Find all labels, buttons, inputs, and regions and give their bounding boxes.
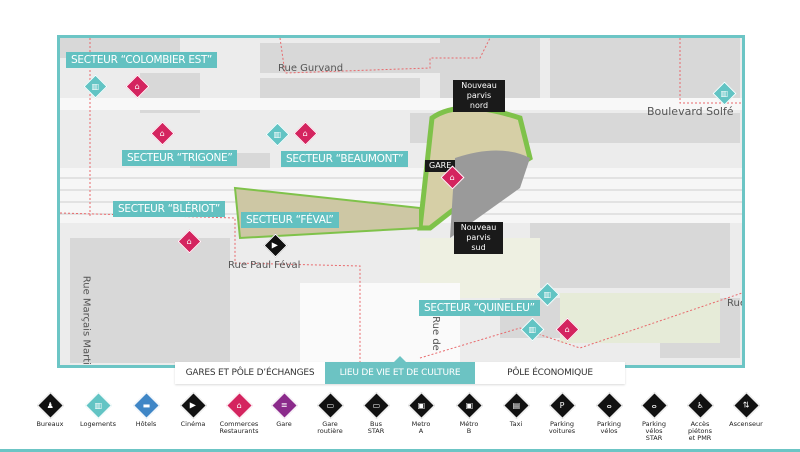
- bicycle-star-icon: ⴰ: [640, 392, 668, 419]
- bed-icon: ▬: [132, 392, 160, 419]
- taxi-icon: ▤: [502, 392, 530, 419]
- street-rue-gurvand: Rue Gurvand: [278, 63, 344, 74]
- legend-item: ⌂Commerces Restaurants: [214, 392, 264, 435]
- divider: [0, 449, 800, 452]
- callout-parvis-nord: Nouveau parvis nord: [453, 80, 505, 112]
- building-icon: ▥: [84, 392, 112, 419]
- legend-label: Gare routière: [317, 420, 343, 435]
- legend-item: ⇅Ascenseur: [721, 392, 771, 428]
- bus-star-icon: ▭: [362, 392, 390, 419]
- sector-label-feval[interactable]: SECTEUR “FÉVAL”: [241, 212, 339, 228]
- legend-label: Métro B: [459, 420, 479, 435]
- legend-item: ▥Logements: [73, 392, 123, 428]
- legend-item: ▶Cinéma: [168, 392, 218, 428]
- train-icon: ≡: [270, 392, 298, 419]
- street-rue-marcais-martin: Rue Marçais Martin: [80, 275, 92, 368]
- legend-item: ▭Gare routière: [305, 392, 355, 435]
- sector-label-colombier-est[interactable]: SECTEUR “COLOMBIER EST”: [66, 52, 218, 68]
- legend-label: Ascenseur: [729, 420, 763, 428]
- legend-label: Cinéma: [180, 420, 206, 428]
- legend-label: Metro A: [411, 420, 431, 435]
- street-rue-de: Rue de: [429, 316, 441, 351]
- legend-item: ♿Accès piétons et PMR: [675, 392, 725, 442]
- street-boulevard-solferino: Boulevard Solfé: [647, 105, 734, 118]
- metro-icon: ▣: [455, 392, 483, 419]
- legend-label: Logements: [80, 420, 116, 428]
- legend-label: Hôtels: [135, 420, 157, 428]
- shop-icon: ⌂: [225, 392, 253, 419]
- tab-gares-pole-echanges[interactable]: GARES ET PÔLE D’ÉCHANGES: [185, 368, 315, 378]
- legend-label: Taxi: [509, 420, 523, 428]
- legend-item: ▭Bus STAR: [351, 392, 401, 435]
- sector-label-trigone[interactable]: SECTEUR “TRIGONE”: [122, 150, 238, 166]
- category-tabs: GARES ET PÔLE D’ÉCHANGES LIEU DE VIE ET …: [175, 356, 625, 384]
- sector-label-quineleu[interactable]: SECTEUR “QUINELEU”: [419, 300, 540, 316]
- legend-label: Bus STAR: [367, 420, 385, 435]
- callout-parvis-sud: Nouveau parvis sud: [454, 222, 503, 254]
- street-rue: Rue: [727, 298, 745, 309]
- legend-item: ▣Métro B: [444, 392, 494, 435]
- office-worker-icon: ♟: [36, 392, 64, 419]
- legend-item: ▤Taxi: [491, 392, 541, 428]
- sector-label-beaumont[interactable]: SECTEUR “BEAUMONT”: [281, 151, 409, 167]
- legend: ♟Bureaux▥Logements▬Hôtels▶Cinéma⌂Commerc…: [0, 392, 800, 446]
- elevator-icon: ⇅: [732, 392, 760, 419]
- legend-label: Commerces Restaurants: [219, 420, 259, 435]
- legend-label: Parking vélos: [596, 420, 622, 435]
- tab-lieu-de-vie-culture[interactable]: LIEU DE VIE ET DE CULTURE: [325, 356, 475, 384]
- legend-item: ▬Hôtels: [121, 392, 171, 428]
- bicycle-icon: ⴰ: [595, 392, 623, 419]
- legend-label: Accès piétons et PMR: [688, 420, 712, 442]
- legend-label: Bureaux: [36, 420, 64, 428]
- bus-icon: ▭: [316, 392, 344, 419]
- legend-label: Parking voitures: [548, 420, 576, 435]
- legend-item: ≡Gare: [259, 392, 309, 428]
- tab-pole-economique[interactable]: PÔLE ÉCONOMIQUE: [507, 368, 593, 378]
- map[interactable]: SECTEUR “COLOMBIER EST” SECTEUR “TRIGONE…: [57, 35, 745, 368]
- cinema-icon: ▶: [179, 392, 207, 419]
- legend-item: ♟Bureaux: [25, 392, 75, 428]
- pedestrian-wheelchair-icon: ♿: [686, 392, 714, 419]
- parking-icon: P: [548, 392, 576, 419]
- metro-icon: ▣: [407, 392, 435, 419]
- sector-label-bleriot[interactable]: SECTEUR “BLÉRIOT”: [113, 201, 225, 217]
- legend-label: Parking vélos STAR: [641, 420, 667, 442]
- legend-label: Gare: [276, 420, 292, 428]
- legend-item: ▣Metro A: [396, 392, 446, 435]
- street-rue-paul-feval: Rue Paul Féval: [228, 260, 301, 271]
